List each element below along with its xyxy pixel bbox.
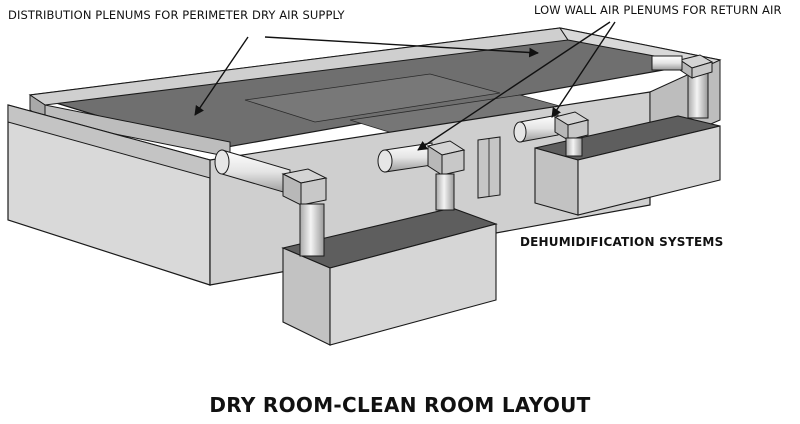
return-duct-right bbox=[513, 111, 590, 157]
supply-duct-front-left bbox=[214, 149, 328, 257]
arrow-to-right-return bbox=[551, 21, 616, 118]
arrow-to-left-plenum bbox=[194, 36, 249, 116]
arrow-to-rear-plenum bbox=[264, 36, 539, 58]
label-dehumidification-systems: DEHUMIDIFICATION SYSTEMS bbox=[520, 235, 724, 249]
diagram-title: DRY ROOM-CLEAN ROOM LAYOUT bbox=[209, 393, 591, 417]
label-distribution-plenums: DISTRIBUTION PLENUMS FOR PERIMETER DRY A… bbox=[8, 8, 345, 22]
supply-duct-top-right bbox=[651, 54, 714, 119]
leader-arrows bbox=[194, 21, 616, 151]
label-low-wall-plenums: LOW WALL AIR PLENUMS FOR RETURN AIR bbox=[534, 3, 782, 17]
dehumidifier-unit-front bbox=[281, 207, 498, 346]
arrow-to-front-return bbox=[417, 21, 611, 151]
